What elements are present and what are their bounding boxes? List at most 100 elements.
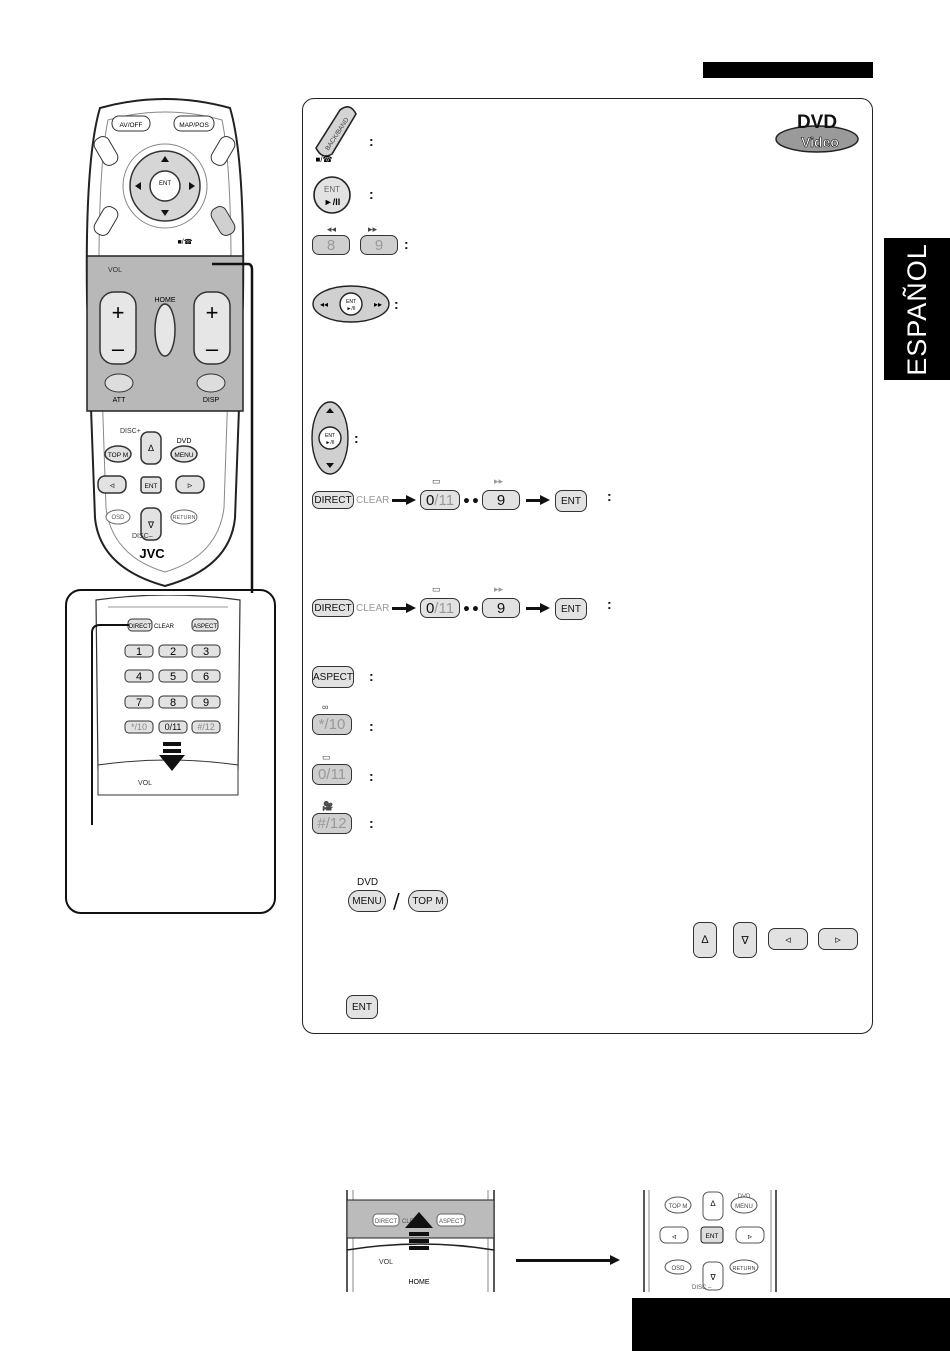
connector-line: [212, 262, 254, 593]
direct-button-2: DIRECT: [312, 599, 354, 617]
key-11-label-2: /11: [434, 599, 455, 617]
dvd-logo-bottom: Video: [801, 134, 839, 150]
key-9-label-1: 9: [496, 491, 506, 509]
aspect-label: ASPECT: [313, 671, 354, 683]
arrow-2b: [526, 603, 550, 613]
ent-label-final: ENT: [352, 1001, 372, 1013]
remote-osd: OSD: [111, 515, 125, 521]
menu-label: MENU: [352, 895, 382, 907]
topm-button: TOP M: [408, 890, 448, 912]
ent-label-2: ENT: [561, 603, 581, 615]
key-0-11-button-2: 0/11: [420, 598, 460, 618]
remote-stop-phone: ■/☎: [178, 238, 193, 246]
colon-10: :: [369, 768, 374, 784]
remote-topm: TOP M: [108, 452, 128, 459]
remote-return: RETURN: [173, 515, 196, 521]
zoom-key-0-11: 0/11: [165, 722, 182, 732]
zoom-key-4: 4: [136, 671, 142, 683]
skip-ring-ent: ENT: [346, 299, 356, 305]
ent-button-final: ENT: [346, 995, 378, 1019]
remote-vol-label: VOL: [108, 267, 122, 274]
zoom-key-3: 3: [203, 646, 209, 658]
menu-button: MENU: [348, 890, 386, 912]
remote-disc-minus: DISC–: [132, 533, 153, 540]
transition-arrow: [516, 1255, 620, 1265]
bottom-aspect: ASPECT: [439, 1219, 463, 1225]
bottom-home: HOME: [409, 1279, 430, 1286]
key-0-11-button-1: 0/11: [420, 490, 460, 510]
key-0-11-label: 0/11: [317, 766, 347, 783]
slash-separator: /: [393, 889, 400, 913]
bottom-ent: ENT: [706, 1233, 719, 1240]
key-9-button-2: 9: [482, 598, 520, 618]
colon-2: :: [369, 186, 374, 202]
clear-label-1: CLEAR: [356, 495, 390, 506]
svg-text:◃: ◃: [110, 480, 115, 490]
bottom-vol: VOL: [379, 1259, 393, 1266]
dvd-small-label: DVD: [357, 877, 379, 888]
remote-dvd-label: DVD: [177, 438, 192, 445]
bottom-osd: OSD: [671, 1266, 685, 1272]
arrow-1a: [392, 495, 416, 505]
key-hash12-button: #/12: [312, 813, 352, 834]
zoom-key-9: 9: [203, 697, 209, 709]
remote-menu: MENU: [174, 452, 193, 459]
skip-ring-icon: ENT ►/II ◂◂ ▸▸: [312, 285, 390, 323]
key-hash12-label: #/12: [317, 815, 347, 832]
skip-ring-play: ►/II: [346, 306, 355, 312]
arrow-2a: [392, 603, 416, 613]
svg-text:∆: ∆: [148, 443, 154, 453]
vertical-ring-icon: ENT ►/II: [311, 401, 349, 475]
key-star10-button: */10: [312, 714, 352, 735]
svg-text:–: –: [112, 336, 125, 361]
left-key: ◃: [768, 928, 808, 950]
dvd-logo-top: DVD: [797, 112, 837, 133]
instruction-panel: [302, 98, 873, 1034]
key-9-button: 9: [360, 235, 398, 255]
zoom-key-hash12: #/12: [197, 722, 215, 732]
key-8-label: 8: [326, 236, 336, 254]
stop-phone-label: ■/☎: [315, 155, 332, 164]
zoom-clear: CLEAR: [154, 624, 175, 630]
header-bar: [703, 62, 873, 78]
aspect-button: ASPECT: [312, 666, 354, 688]
direct-label-1: DIRECT: [314, 494, 352, 506]
language-tab: ESPAÑOL: [884, 238, 950, 380]
svg-text:◃: ◃: [672, 1232, 676, 1241]
remote-home-label: HOME: [155, 297, 176, 304]
bottom-return: RETURN: [733, 1266, 756, 1272]
key-9-label-2: 9: [496, 599, 506, 617]
svg-text:∇: ∇: [147, 520, 155, 530]
bottom-menu: MENU: [735, 1204, 753, 1210]
zoom-vol: VOL: [138, 780, 152, 787]
slide-open-illustration: DIRECT CLEAR ASPECT VOL HOME: [346, 1190, 495, 1292]
key-star10-label: */10: [318, 716, 346, 733]
keypad-illustration: DIRECT CLEAR ASPECT 1 2 3 4 5 6 7 8 9 */…: [91, 595, 241, 825]
colon-7: :: [607, 596, 612, 612]
svg-text:▹: ▹: [188, 480, 193, 490]
vertical-ring-play: ►/II: [325, 440, 334, 446]
topm-label: TOP M: [412, 895, 444, 907]
remote-ent: ENT: [159, 181, 171, 187]
bottom-topm: TOP M: [669, 1204, 688, 1210]
svg-text:◂◂: ◂◂: [320, 300, 328, 309]
zoom-aspect: ASPECT: [193, 624, 217, 630]
ent-label-1: ENT: [561, 495, 581, 507]
remote-brand: JVC: [139, 546, 165, 561]
colon-1: :: [369, 133, 374, 149]
zoom-key-6: 6: [203, 671, 209, 683]
arrow-1b: [526, 495, 550, 505]
colon-5: :: [354, 430, 359, 446]
zoom-key-star10: */10: [131, 722, 147, 732]
svg-text:+: +: [206, 300, 219, 325]
dvd-video-logo: DVD Video: [775, 112, 859, 153]
remote-disp-label: DISP: [203, 397, 220, 404]
colon-4: :: [394, 296, 399, 312]
down-key: ∇: [733, 922, 757, 958]
dvd-cluster-illustration: DVD ∆ ∇ TOP M MENU ◃ ▹ ENT OSD RETURN DI…: [643, 1190, 777, 1292]
zoom-key-8: 8: [170, 697, 176, 709]
colon-8: :: [369, 668, 374, 684]
zoom-key-7: 7: [136, 697, 142, 709]
remote-att-label: ATT: [113, 397, 126, 404]
remote-btn-av: AV/OFF: [120, 122, 143, 129]
